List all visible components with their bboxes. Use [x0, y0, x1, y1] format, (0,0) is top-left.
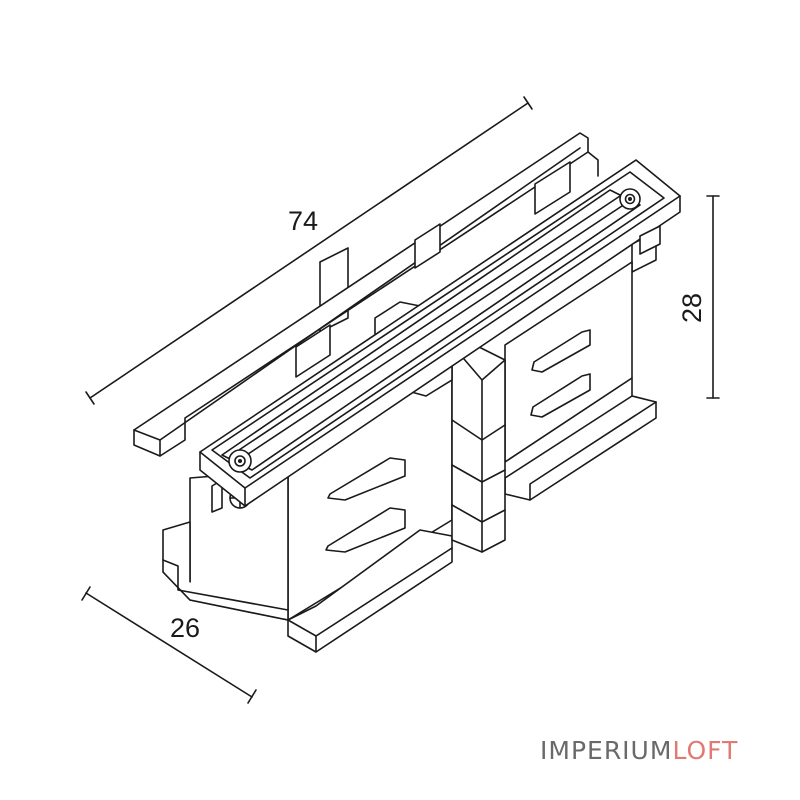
- dimension-28: 28: [677, 195, 720, 399]
- track-connector: [133, 132, 681, 653]
- dimension-74: 74: [85, 96, 533, 405]
- dimension-26: 26: [81, 586, 257, 704]
- brand-name-part1: IMPERIUM: [540, 736, 673, 765]
- brand-logo: IMPERIUMLOFT: [540, 736, 738, 765]
- brand-name-part2: LOFT: [672, 736, 739, 765]
- dimension-28-label: 28: [677, 293, 707, 323]
- dimension-74-label: 74: [288, 206, 318, 236]
- dimension-26-label: 26: [170, 613, 200, 643]
